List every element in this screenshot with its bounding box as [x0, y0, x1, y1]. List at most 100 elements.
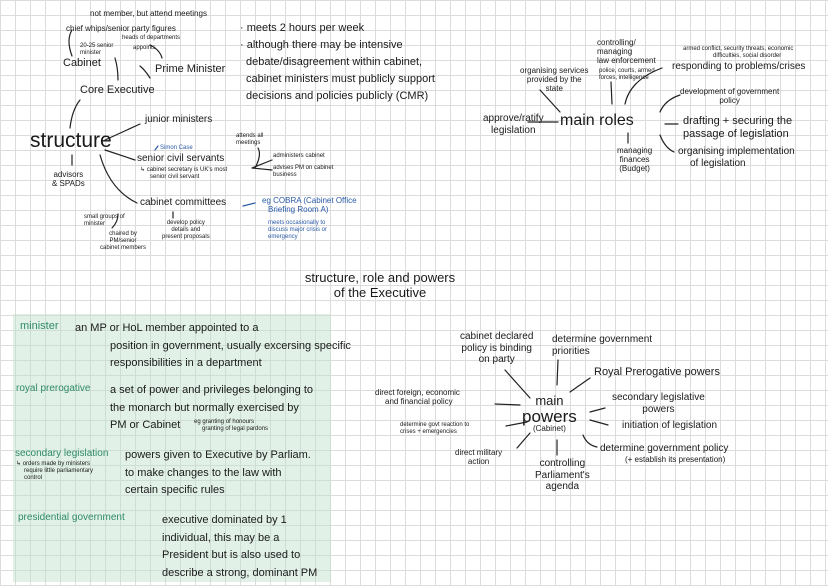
term-royal-prerogative: royal prerogative [16, 383, 91, 394]
note-secondary-legislation: ↳ orders made by ministers require littl… [16, 461, 93, 482]
text-line: passage of legislation [683, 127, 789, 140]
role-managing-finances: managing finances (Budget) [617, 146, 652, 174]
text-line: position in government, usually excersin… [110, 339, 351, 352]
text-line: secondary legislative [612, 392, 705, 403]
text-line: ↳ orders made by ministers [16, 461, 91, 467]
text-line: granting of legal pardons [202, 425, 269, 432]
text-line: determine govt reaction to [400, 422, 470, 428]
text-line: agenda [545, 481, 580, 492]
text-line: action [467, 457, 490, 467]
text-line: determine government policy [600, 443, 729, 454]
node-cabinet: Cabinet [63, 57, 101, 69]
text-line: Briefing Room A) [268, 205, 329, 215]
text-line: Parliament's [535, 469, 590, 481]
power-parliament-agenda: controlling Parliament's agenda [535, 458, 590, 493]
role-approve-legislation: approve/ratify legislation [483, 113, 544, 136]
text-line: advises PM on cabinet [273, 165, 334, 171]
note-appoints: appoints [133, 45, 156, 51]
term-presidential-government: presidential government [18, 512, 125, 523]
text-line: executive dominated by 1 [162, 514, 287, 526]
cabinet-notes: · meets 2 hours per week · although ther… [240, 20, 435, 105]
node-main-powers: main powers (Cabinet) [522, 393, 577, 433]
role-drafting-legislation: drafting + securing the passage of legis… [683, 115, 792, 140]
note-develop: develop policy details and present propo… [162, 220, 210, 241]
note-chief-whips: chief whips/senior party figures [66, 24, 176, 33]
text-line: emergency [268, 233, 298, 240]
text-line: attends all [236, 133, 264, 139]
role-law-enforcement: controlling/ managing law enforcement [597, 38, 656, 66]
node-cabinet-committees: cabinet committees [140, 197, 227, 208]
text-line: (Cabinet) [532, 423, 566, 433]
text-line: develop policy [166, 220, 205, 226]
text-line: responsibilities in a department [110, 357, 262, 369]
power-binding-policy: cabinet declared policy is binding on pa… [460, 331, 533, 366]
power-priorities: determine government priorities [552, 334, 652, 357]
text-line: (+ establish its presentation) [625, 454, 726, 464]
definition-presidential-government: executive dominated by 1 individual, thi… [162, 512, 317, 582]
power-initiation: initiation of legislation [622, 420, 718, 431]
term-secondary-legislation: secondary legislation [15, 448, 109, 459]
note-royal-prerogative: eg granting of honours granting of legal… [194, 419, 268, 433]
text-line: to make changes to the law with [125, 466, 282, 479]
text-line: policy [719, 96, 740, 106]
text-line: senior civil servant [150, 173, 200, 180]
definitions-highlight-box [13, 314, 331, 582]
note-cobra: eg COBRA (Cabinet Office Briefing Room A… [262, 196, 357, 214]
role-organising-services: organising services provided by the stat… [520, 66, 588, 94]
definition-secondary-legislation: powers given to Executive by Parliam. to… [125, 447, 311, 500]
note-law-enforcement: police, courts, armed forces, intelligen… [599, 68, 655, 82]
text-line: PM or Cabinet [110, 419, 181, 431]
text-line: a set of power and privileges belonging … [110, 384, 314, 396]
node-core-executive: Core Executive [80, 84, 155, 96]
text-line: managing [617, 146, 653, 155]
text-line: of legislation [690, 157, 746, 169]
role-organising-implementation: organising implementation of legislation [678, 146, 795, 169]
text-line: organising services [520, 66, 589, 75]
text-line: present proposals [162, 233, 210, 240]
text-line: minister [84, 220, 106, 227]
text-line: and financial policy [385, 397, 453, 407]
note-attends: attends all meetings [236, 133, 263, 147]
text-line: on party [478, 354, 515, 365]
text-line: minister [80, 49, 102, 56]
note-senior-ministers: 20-25 senior minister [80, 43, 113, 57]
text-line: managing [597, 47, 633, 57]
text-line: cabinet declared [460, 331, 534, 342]
text-line: direct foreign, economic [375, 388, 460, 397]
text-line: require little parliamentary [24, 467, 94, 474]
text-line: discuss major crisis or [268, 226, 328, 233]
role-responding-crises: responding to problems/crises [672, 61, 806, 72]
text-line: control [24, 474, 43, 481]
text-line: cabinet ministers must publicly support [246, 73, 435, 85]
power-military: direct military action [455, 448, 502, 466]
definition-minister: an MP or HoL member appointed to a posit… [75, 320, 351, 373]
text-line: development of government [680, 87, 780, 96]
power-crisis-reaction: determine govt reaction to crises + emer… [400, 422, 469, 436]
text-line: describe a strong, dominant PM [162, 566, 318, 579]
text-line: determine government [552, 334, 653, 345]
definition-royal-prerogative: a set of power and privileges belonging … [110, 382, 313, 435]
text-line: powers given to Executive by Parliam. [125, 449, 311, 461]
power-royal-prerogative: Royal Prerogative powers [594, 366, 720, 378]
text-line: & SPADs [52, 179, 85, 189]
note-advises: advises PM on cabinet business [273, 165, 333, 179]
text-line: police, courts, armed [599, 68, 655, 74]
power-government-policy: determine government policy (+ establish… [600, 443, 728, 464]
text-line: powers [522, 406, 577, 426]
text-line: direct military [455, 448, 503, 457]
text-line: policy is binding [461, 342, 532, 354]
text-line: · meets 2 hours per week [240, 22, 365, 34]
text-line: controlling [539, 458, 586, 469]
text-line: finances [619, 155, 650, 165]
node-prime-minister: Prime Minister [155, 63, 226, 75]
text-line: powers [642, 403, 675, 415]
node-advisors: advisors & SPADs [52, 170, 85, 188]
text-line: details and [171, 226, 201, 233]
text-line: armed conflict, security threats, econom… [683, 46, 794, 52]
role-government-policy: development of government policy [680, 87, 779, 105]
text-line: legislation [491, 124, 536, 136]
note-administers: administers cabinet [273, 153, 325, 159]
node-main-roles: main roles [560, 112, 634, 129]
text-line: crises + emergencies [400, 428, 457, 435]
